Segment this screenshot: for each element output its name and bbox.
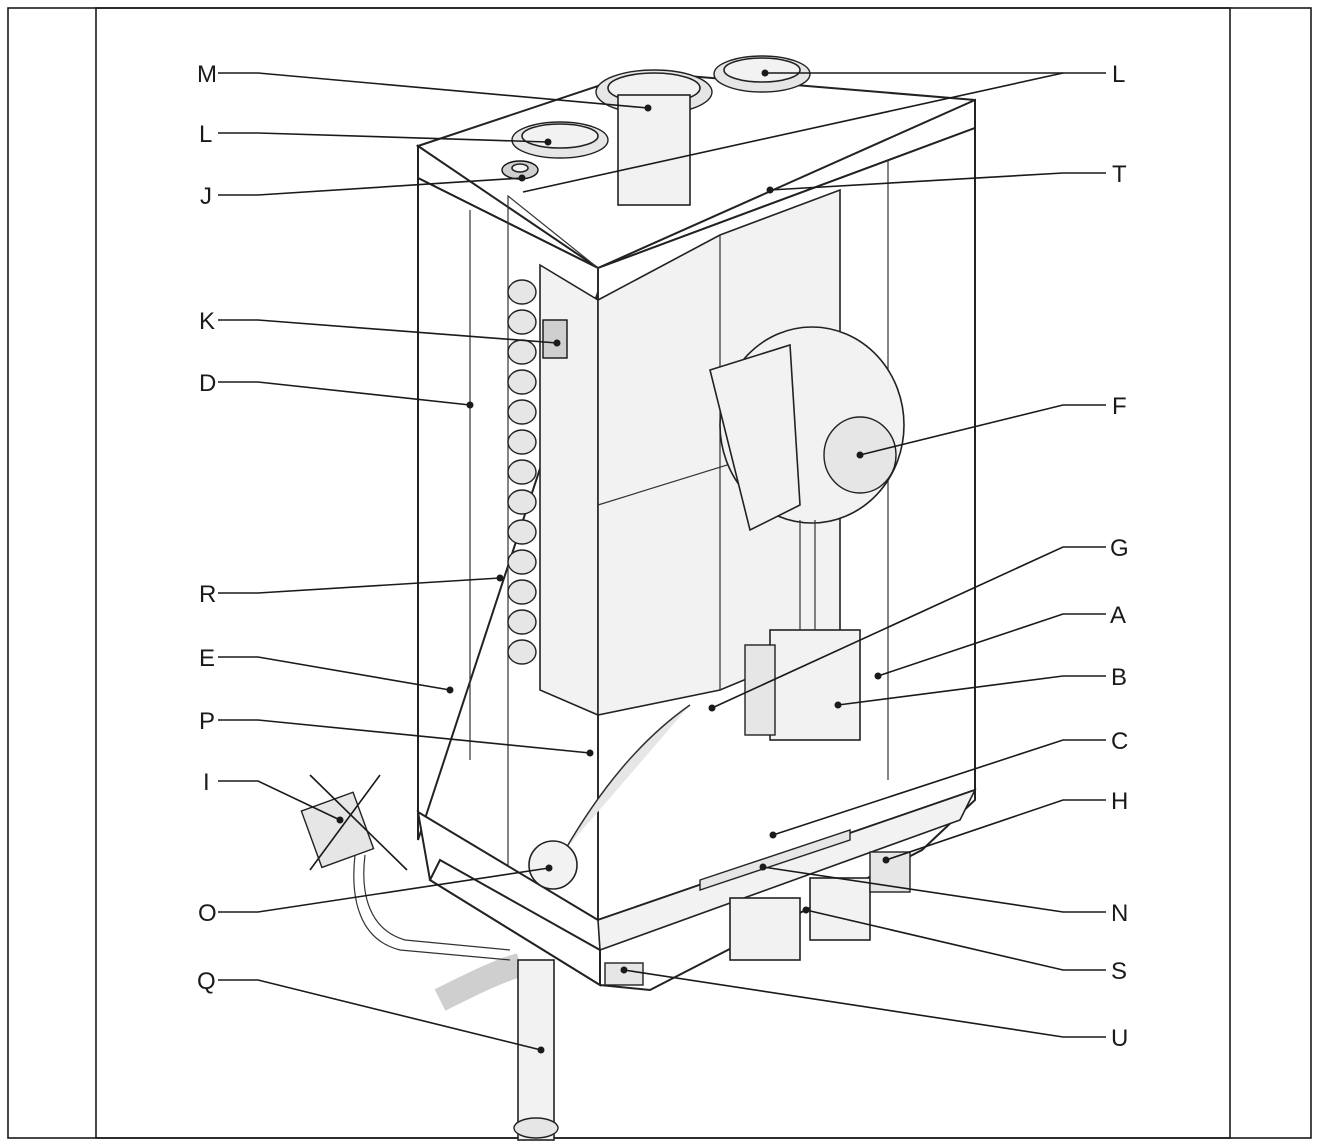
label-J: J [200,183,212,210]
label-U: U [1111,1025,1128,1052]
leader-H [885,799,1106,861]
callout-labels: M L J K D R E P I O Q L T F G A B C H N … [197,61,1129,1052]
label-F: F [1112,393,1127,420]
label-P: P [199,708,215,735]
label-L-right: L [1112,61,1125,88]
label-B: B [1111,664,1127,691]
leader-U [623,969,1106,1038]
leader-I [218,780,341,821]
leader-B [837,675,1106,706]
leader-lines [218,69,1106,1054]
leader-T [769,172,1106,191]
leader-K [218,319,558,344]
coil-stack [507,279,537,665]
leader-L-left [218,132,549,143]
leader-M [218,72,649,109]
label-C: C [1111,728,1128,755]
label-T: T [1112,161,1127,188]
label-K: K [199,308,215,335]
inner-frame [95,7,1231,1139]
label-D: D [199,370,216,397]
label-Q: Q [197,968,216,995]
leader-E [218,656,451,691]
leader-J [218,177,523,196]
leader-A [877,613,1106,677]
label-M: M [197,61,217,88]
leader-Q [218,979,542,1051]
leader-S [805,909,1106,971]
label-N: N [1111,900,1128,927]
leader-N [762,866,1106,913]
leader-G [711,546,1106,709]
leader-C [772,739,1106,836]
label-H: H [1111,788,1128,815]
leader-O [218,867,550,913]
do-not-plug-cross [309,774,408,871]
leader-P [218,719,591,754]
label-L-left: L [199,121,212,148]
boiler-illustration [300,55,977,1141]
label-R: R [199,581,216,608]
label-O: O [198,900,217,927]
leader-F [859,404,1106,456]
label-A: A [1110,602,1126,629]
label-E: E [199,645,215,672]
label-G: G [1110,535,1129,562]
leader-D [218,381,471,406]
label-I: I [203,769,210,796]
label-S: S [1111,958,1127,985]
leader-R [218,577,501,594]
